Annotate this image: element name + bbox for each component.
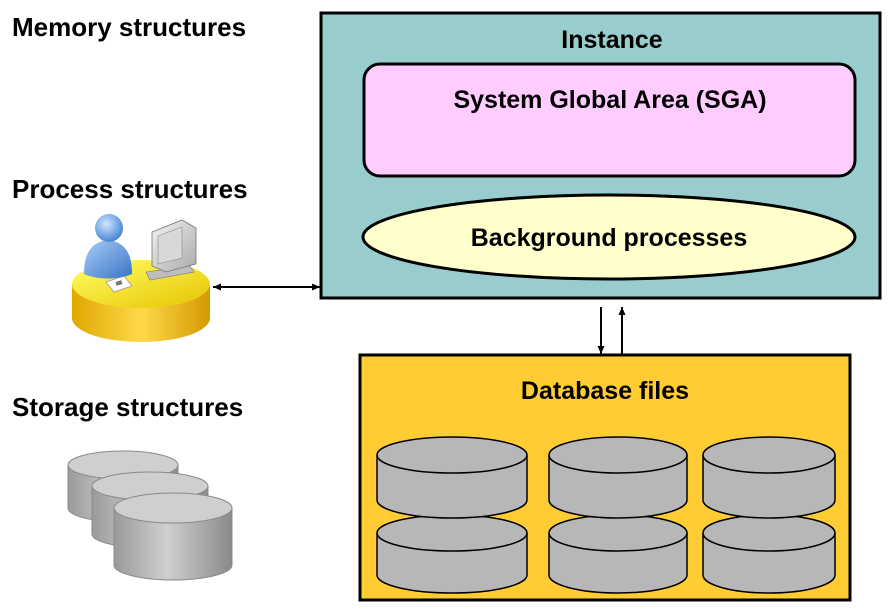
instance-title: Instance	[561, 26, 663, 54]
database-file-cylinder	[548, 436, 688, 519]
stacked-disks-icon	[67, 450, 233, 581]
database-file-cylinders	[376, 436, 836, 594]
storage-structures-label: Storage structures	[12, 392, 244, 422]
database-file-cylinder	[376, 514, 528, 594]
memory-structures-label: Memory structures	[12, 12, 247, 42]
user-at-computer-desk-icon	[72, 214, 210, 342]
database-files-title: Database files	[521, 377, 689, 405]
process-structures-label: Process structures	[12, 174, 248, 204]
background-processes-label: Background processes	[471, 224, 748, 252]
database-file-cylinder	[548, 514, 688, 594]
database-file-cylinder	[376, 436, 528, 519]
database-file-cylinder	[702, 514, 836, 594]
sga-box: System Global Area (SGA)	[362, 62, 857, 178]
background-processes-ellipse: Background processes	[361, 193, 857, 281]
instance-database-arrows	[597, 307, 626, 354]
database-file-cylinder	[702, 436, 836, 519]
sga-label: System Global Area (SGA)	[453, 86, 766, 114]
